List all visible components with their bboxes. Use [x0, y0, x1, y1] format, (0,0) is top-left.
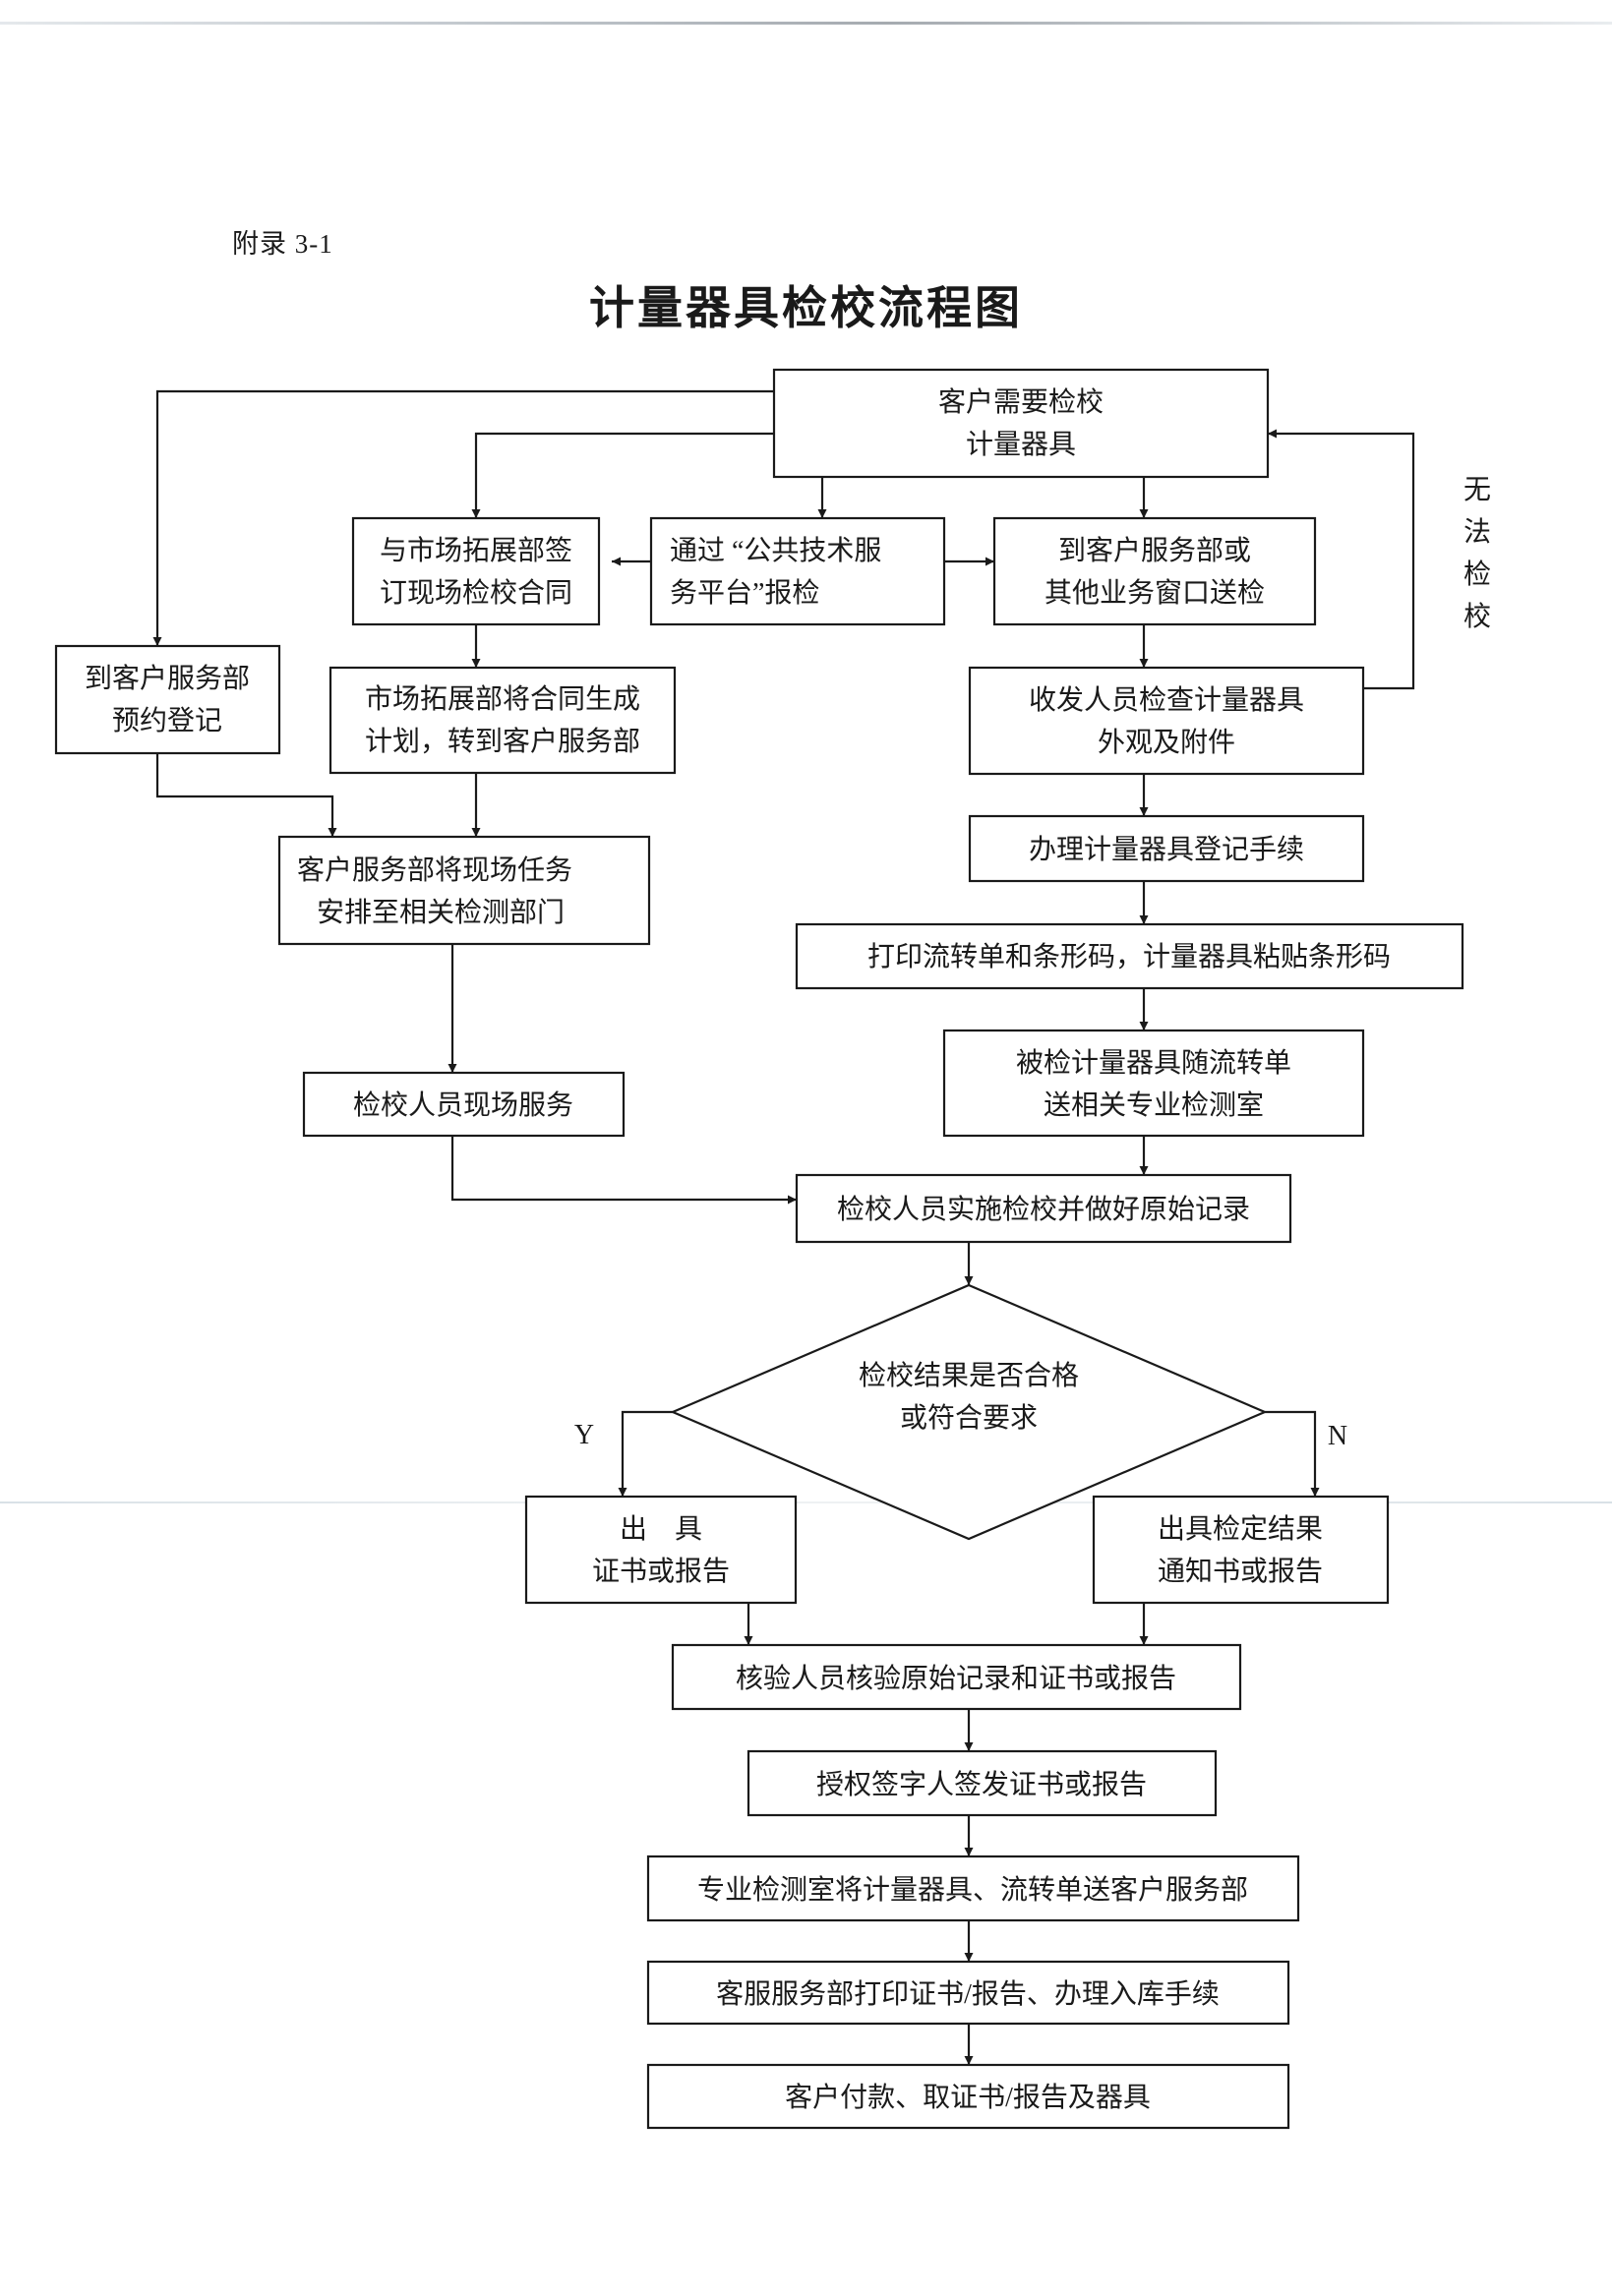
vertical-char: 法	[1463, 516, 1491, 548]
node-reserve: 到客户服务部 预约登记	[54, 644, 281, 755]
node-line: 出 具	[620, 1513, 702, 1545]
node-line: 收发人员检查计量器具	[1029, 684, 1304, 716]
node-print-cert: 客服服务部打印证书/报告、办理入库手续	[646, 1960, 1290, 2026]
node-line: 办理计量器具登记手续	[1029, 834, 1304, 865]
node-perform: 检校人员实施检校并做好原始记录	[795, 1173, 1292, 1244]
node-line: 送相关专业检测室	[1044, 1089, 1264, 1121]
node-line: 检校结果是否合格	[859, 1360, 1079, 1391]
node-line: 预约登记	[112, 705, 222, 736]
node-onsite-service: 检校人员现场服务	[302, 1071, 626, 1138]
node-line: 与市场拓展部签	[380, 535, 572, 566]
node-line: 打印流转单和条形码，计量器具粘贴条形码	[867, 941, 1391, 972]
node-market-plan: 市场拓展部将合同生成 计划，转到客户服务部	[328, 666, 677, 775]
node-line: 核验人员核验原始记录和证书或报告	[736, 1663, 1176, 1694]
node-line: 外观及附件	[1098, 727, 1235, 758]
node-line: 客户付款、取证书/报告及器具	[785, 2082, 1151, 2113]
node-register: 办理计量器具登记手续	[968, 814, 1365, 883]
node-line: 检校人员现场服务	[353, 1089, 573, 1121]
node-line: 市场拓展部将合同生成	[365, 683, 640, 715]
edge-decision-yes	[618, 1410, 673, 1497]
edges	[152, 389, 1415, 2065]
node-sign: 授权签字人签发证书或报告	[746, 1749, 1218, 1817]
node-send-lab: 被检计量器具随流转单 送相关专业检测室	[942, 1029, 1365, 1138]
node-pay-collect: 客户付款、取证书/报告及器具	[646, 2063, 1290, 2130]
vertical-char: 检	[1463, 559, 1491, 590]
edge-customer-to-reserve	[152, 389, 774, 646]
node-send-window: 到客户服务部或 其他业务窗口送检	[992, 516, 1317, 626]
edge-customer-to-market-contract	[471, 432, 774, 518]
node-line: 安排至相关检测部门	[317, 897, 565, 928]
vertical-char: 校	[1463, 601, 1491, 632]
vertical-char: 无	[1463, 475, 1491, 505]
node-line: 客户服务部将现场任务	[297, 854, 572, 886]
edge-reserve-to-arrange	[155, 753, 337, 837]
node-line: 到客户服务部或	[1058, 535, 1251, 566]
node-line: 计量器具	[966, 429, 1076, 460]
appendix-label: 附录 3-1	[232, 229, 333, 259]
node-customer-need: 客户需要检校 计量器具	[772, 368, 1270, 479]
page-title: 计量器具检校流程图	[589, 283, 1023, 333]
node-market-contract: 与市场拓展部签 订现场检校合同	[351, 516, 601, 626]
edge-label-yes: Y	[574, 1420, 594, 1450]
node-line: 证书或报告	[592, 1556, 730, 1587]
node-line: 客服服务部打印证书/报告、办理入库手续	[716, 1978, 1220, 2010]
node-line: 计划，转到客户服务部	[365, 726, 640, 757]
node-verify: 核验人员核验原始记录和证书或报告	[671, 1643, 1242, 1711]
node-line: 授权签字人签发证书或报告	[816, 1769, 1147, 1800]
node-line: 被检计量器具随流转单	[1016, 1047, 1291, 1079]
node-line: 或符合要求	[900, 1402, 1038, 1434]
node-issue-cert: 出 具 证书或报告	[524, 1495, 798, 1605]
node-line: 务平台”报检	[670, 577, 819, 609]
edge-cannot-calibrate-loop	[1268, 429, 1415, 690]
node-platform: 通过 “公共技术服 务平台”报检	[649, 516, 946, 626]
node-return-instruments: 专业检测室将计量器具、流转单送客户服务部	[646, 1854, 1300, 1922]
edge-decision-no	[1265, 1410, 1320, 1497]
node-line: 专业检测室将计量器具、流转单送客户服务部	[697, 1874, 1248, 1906]
node-arrange-onsite: 客户服务部将现场任务 安排至相关检测部门	[277, 835, 651, 946]
edge-label-cannot-calibrate: 无 法 检 校	[1463, 475, 1491, 632]
node-line: 其他业务窗口送检	[1045, 577, 1265, 609]
node-issue-notice: 出具检定结果 通知书或报告	[1092, 1495, 1390, 1605]
scan-artifact-top	[0, 22, 1612, 25]
node-line: 出具检定结果	[1158, 1513, 1323, 1545]
node-line: 检校人员实施检校并做好原始记录	[837, 1194, 1250, 1225]
scan-artifact-mid	[0, 1501, 1612, 1503]
edge-label-no: N	[1328, 1421, 1347, 1451]
node-line: 到客户服务部	[85, 663, 250, 694]
node-line: 订现场检校合同	[380, 577, 572, 609]
node-line: 通知书或报告	[1158, 1556, 1323, 1587]
node-line: 通过 “公共技术服	[670, 535, 881, 566]
node-receive-check: 收发人员检查计量器具 外观及附件	[968, 666, 1365, 776]
node-print-barcode: 打印流转单和条形码，计量器具粘贴条形码	[795, 922, 1464, 990]
node-line: 客户需要检校	[938, 386, 1104, 418]
edge-onsite-to-perform	[450, 1136, 797, 1205]
node-decision: 检校结果是否合格 或符合要求	[670, 1283, 1268, 1541]
